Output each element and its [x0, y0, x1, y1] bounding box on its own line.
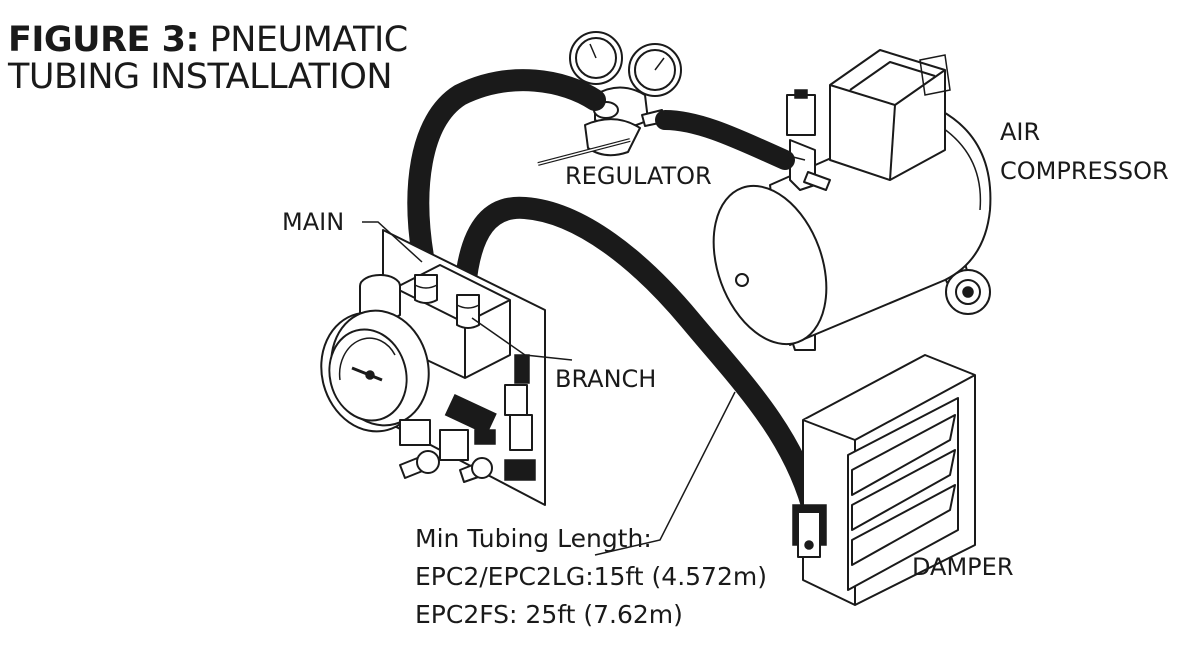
leader-lines [362, 221, 736, 556]
figure-title-line2: TUBING INSTALLATION [8, 57, 393, 97]
label-regulator: REGULATOR [565, 162, 712, 190]
note-line-epc2: EPC2/EPC2LG:15ft (4.572m) [415, 562, 767, 591]
figure-title: FIGURE 3: PNEUMATIC TUBING INSTALLATION [8, 22, 408, 96]
label-branch: BRANCH [555, 365, 657, 393]
controller-illustration [320, 229, 546, 506]
damper-illustration [792, 354, 976, 606]
label-damper: DAMPER [912, 553, 1014, 581]
label-air: AIR [1000, 118, 1041, 146]
tubing [407, 69, 823, 516]
label-main: MAIN [282, 208, 345, 236]
note-line-epc2fs: EPC2FS: 25ft (7.62m) [415, 600, 683, 629]
tubing-length-note: Min Tubing Length: EPC2/EPC2LG:15ft (4.5… [415, 520, 767, 634]
air-compressor-illustration [712, 49, 992, 351]
regulator-illustration [537, 31, 682, 166]
figure-title-word: PNEUMATIC [209, 20, 409, 60]
label-compressor: COMPRESSOR [1000, 157, 1169, 185]
note-heading: Min Tubing Length: [415, 524, 652, 553]
figure-number: FIGURE 3: [8, 20, 199, 60]
